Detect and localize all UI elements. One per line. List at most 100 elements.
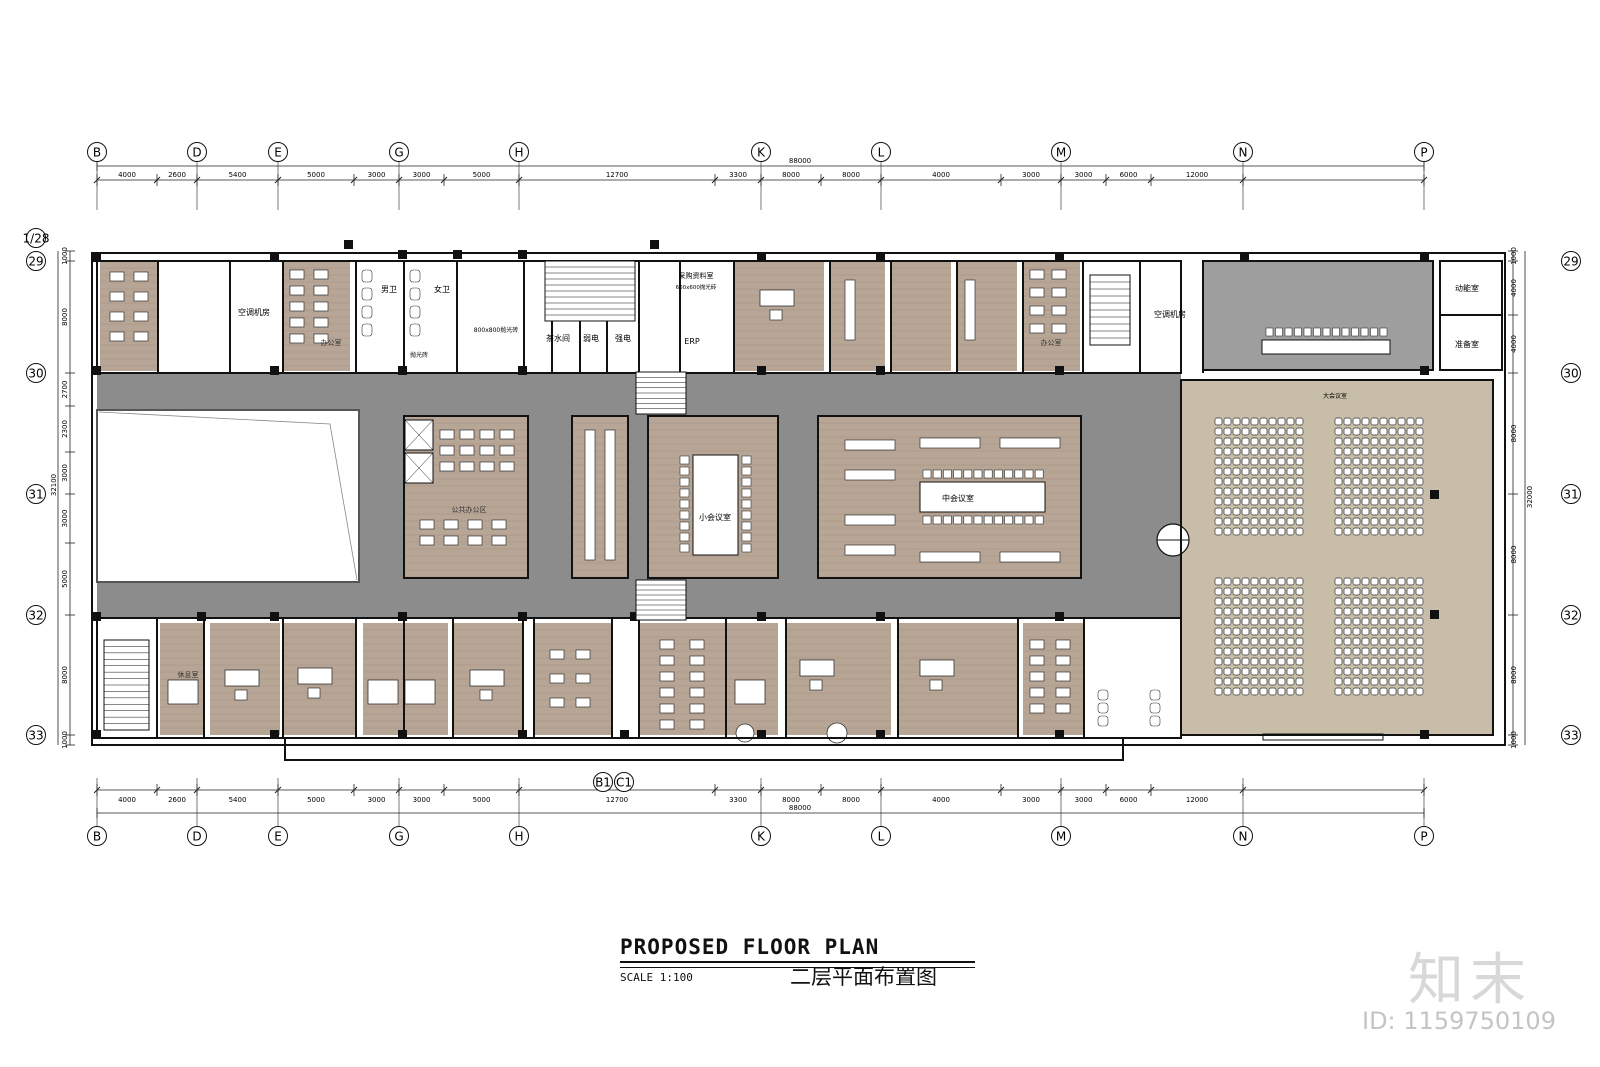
hall-seat bbox=[1370, 687, 1379, 696]
hall-seat bbox=[1286, 447, 1295, 456]
grid-bubble-lower-label: C1 bbox=[616, 776, 632, 790]
hall-seat bbox=[1397, 687, 1406, 696]
hall-seat bbox=[1406, 577, 1415, 586]
hall-seat bbox=[1406, 667, 1415, 676]
training-desk bbox=[844, 439, 896, 451]
dimension-label: 3300 bbox=[729, 171, 747, 179]
hall-seat bbox=[1232, 507, 1241, 516]
dimension-label: 4000 bbox=[118, 796, 136, 804]
dimension-label: 2600 bbox=[168, 171, 186, 179]
total-dimension-label: 88000 bbox=[789, 804, 811, 812]
grid-bubble-bottom-label: M bbox=[1056, 830, 1066, 844]
office-desk bbox=[1029, 269, 1045, 280]
grid-bubble-left bbox=[26, 363, 46, 383]
meeting-chair bbox=[741, 455, 752, 465]
hall-seat bbox=[1397, 667, 1406, 676]
grid-bubble-right bbox=[1561, 363, 1581, 383]
hall-seat bbox=[1268, 587, 1277, 596]
dimension-slash bbox=[153, 786, 161, 794]
hall-seat bbox=[1223, 627, 1232, 636]
meeting-chair bbox=[679, 532, 690, 542]
hall-seat bbox=[1352, 637, 1361, 646]
hall-seat bbox=[1286, 467, 1295, 476]
hall-seat bbox=[1415, 577, 1424, 586]
hall-seat bbox=[1277, 587, 1286, 596]
room-wall bbox=[284, 737, 1124, 761]
wc-fixture bbox=[1149, 702, 1161, 714]
grid-bubble-right-label: 29 bbox=[1563, 255, 1578, 269]
grid-bubble-right bbox=[1561, 484, 1581, 504]
hall-seat bbox=[1397, 647, 1406, 656]
hall-seat bbox=[1379, 457, 1388, 466]
hall-seat bbox=[1232, 437, 1241, 446]
grid-bubble-right-label: 31 bbox=[1563, 488, 1578, 502]
side-dimension-label: 1000 bbox=[1510, 731, 1518, 749]
hall-seat bbox=[1286, 417, 1295, 426]
manager-desk bbox=[799, 659, 835, 677]
hall-seat bbox=[1370, 637, 1379, 646]
hall-seat bbox=[1406, 467, 1415, 476]
hall-seat bbox=[1352, 687, 1361, 696]
hall-seat bbox=[1343, 437, 1352, 446]
hall-seat bbox=[1259, 687, 1268, 696]
hall-seat bbox=[1277, 497, 1286, 506]
hall-seat bbox=[1232, 607, 1241, 616]
room-labels: 空调机房 男卫 女卫 800x800抛光砖 抛光砖 采购资料室 600x600抛… bbox=[178, 271, 1480, 679]
brand-id: ID: 1159750109 bbox=[1362, 1007, 1556, 1035]
hall-seat bbox=[1259, 457, 1268, 466]
hall-seat bbox=[1214, 437, 1223, 446]
hall-seat bbox=[1259, 427, 1268, 436]
hall-seat bbox=[1379, 497, 1388, 506]
room-label-prep-room: 准备室 bbox=[1455, 339, 1479, 349]
hall-seat bbox=[1379, 687, 1388, 696]
lounge-bed bbox=[367, 679, 399, 705]
office-desk bbox=[1029, 671, 1045, 682]
dimension-slash bbox=[153, 176, 161, 184]
meeting-chair bbox=[973, 515, 983, 525]
dimension-slash bbox=[997, 176, 1005, 184]
dimension-label: 3300 bbox=[729, 796, 747, 804]
stage-chair bbox=[1322, 327, 1331, 337]
hall-seat bbox=[1406, 427, 1415, 436]
hall-seat bbox=[1286, 577, 1295, 586]
hall-seat bbox=[1361, 647, 1370, 656]
hall-seat bbox=[1241, 447, 1250, 456]
dimension-slash bbox=[350, 786, 358, 794]
hall-seat bbox=[1295, 477, 1304, 486]
grid-bubble-top bbox=[509, 142, 529, 162]
grid-bubble-left bbox=[26, 725, 46, 745]
hall-seat bbox=[1277, 527, 1286, 536]
office-desk bbox=[549, 697, 565, 708]
grid-bubble-bottom bbox=[187, 826, 207, 846]
side-dimension-label: 4000 bbox=[1510, 335, 1518, 353]
title-block: PROPOSED FLOOR PLAN SCALE 1:100 二层平面布置图 bbox=[620, 935, 975, 989]
hall-seat bbox=[1241, 637, 1250, 646]
hall-seat bbox=[1334, 647, 1343, 656]
hall-seat bbox=[1232, 487, 1241, 496]
hall-seat bbox=[1406, 647, 1415, 656]
grid-bubble-lower bbox=[614, 772, 634, 792]
hall-seat bbox=[1388, 527, 1397, 536]
office-desk bbox=[689, 639, 705, 650]
hall-seat bbox=[1250, 597, 1259, 606]
wc-fixture bbox=[361, 269, 373, 283]
hall-seat bbox=[1214, 677, 1223, 686]
hall-seat bbox=[1214, 657, 1223, 666]
manager-chair bbox=[234, 689, 248, 701]
hall-seat bbox=[1370, 617, 1379, 626]
office-desk bbox=[575, 673, 591, 684]
dimension-label: 3000 bbox=[368, 171, 386, 179]
hall-seat bbox=[1343, 417, 1352, 426]
room-label-office: 办公室 bbox=[321, 338, 342, 347]
training-desk bbox=[844, 544, 896, 556]
structural-column bbox=[650, 240, 659, 249]
hall-seat bbox=[1268, 667, 1277, 676]
office-desk bbox=[289, 301, 305, 312]
hall-seat bbox=[1397, 457, 1406, 466]
hall-seat bbox=[1388, 597, 1397, 606]
hall-seat bbox=[1397, 527, 1406, 536]
archive-shelf bbox=[964, 279, 976, 341]
hall-seat bbox=[1295, 507, 1304, 516]
side-dimension-label: 3000 bbox=[61, 464, 69, 482]
side-total-label: 32000 bbox=[1526, 486, 1534, 508]
